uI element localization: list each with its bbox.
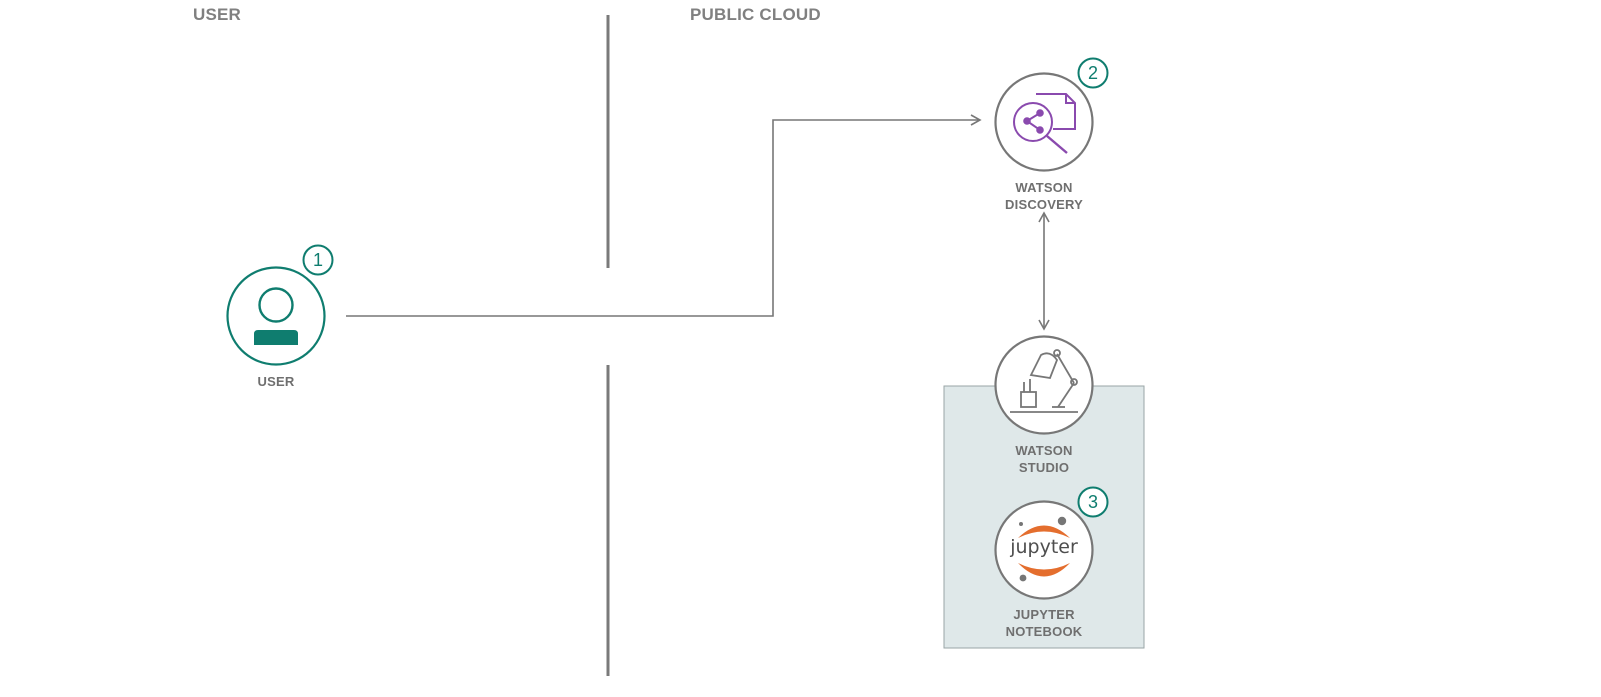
- watson-studio-node: [994, 335, 1094, 435]
- jupyter-notebook-label: JUPYTER NOTEBOOK: [974, 606, 1114, 640]
- watson-discovery-node: [994, 57, 1109, 172]
- jupyter-notebook-label-line2: NOTEBOOK: [1005, 624, 1083, 639]
- step-number-2: 2: [1087, 63, 1098, 83]
- jupyter-notebook-label-line1: JUPYTER: [1013, 607, 1075, 622]
- jupyter-logo-text: jupyter: [1010, 536, 1078, 558]
- watson-discovery-label-line2: DISCOVERY: [1005, 197, 1083, 212]
- desk-lamp-icon: [1010, 349, 1078, 413]
- watson-studio-label-line2: STUDIO: [1018, 460, 1070, 475]
- watson-discovery-label: WATSON DISCOVERY: [974, 179, 1114, 213]
- step-badge-1: [302, 244, 334, 276]
- user-icon: [254, 287, 298, 345]
- watson-discovery-label-line1: WATSON: [1015, 180, 1073, 195]
- step-badge-2: [1077, 57, 1109, 89]
- discovery-search-document-icon: [1013, 93, 1076, 154]
- step-number-3: 3: [1087, 492, 1098, 512]
- jupyter-notebook-node: [994, 486, 1109, 600]
- user-label-line1: USER: [257, 374, 295, 389]
- watson-studio-label: WATSON STUDIO: [974, 442, 1114, 476]
- zone-label-user: USER: [193, 5, 242, 24]
- zone-label-public-cloud: PUBLIC CLOUD: [690, 5, 821, 24]
- user-node-label: USER: [206, 373, 346, 390]
- user-node: [226, 244, 334, 366]
- jupyter-logo-icon: [1018, 516, 1070, 582]
- step-badge-3: [1077, 486, 1109, 518]
- connector-user-to-discovery: [346, 114, 982, 317]
- watson-studio-label-line1: WATSON: [1015, 443, 1073, 458]
- step-number-1: 1: [312, 250, 323, 270]
